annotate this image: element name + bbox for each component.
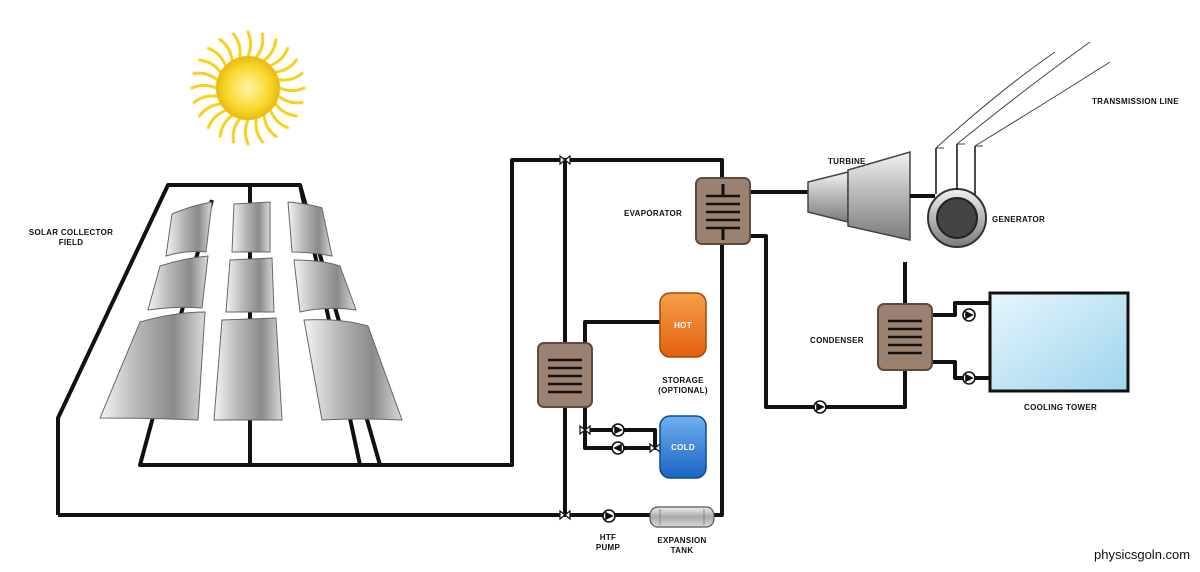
sun-ray xyxy=(198,58,222,74)
evaporator-exchanger xyxy=(695,177,751,245)
cooling-tower xyxy=(988,291,1130,393)
sun-ray xyxy=(254,117,264,144)
valves xyxy=(559,154,661,521)
hot-tank-label: HOT xyxy=(674,321,692,330)
sun-ray xyxy=(277,72,304,82)
cooling-tower-label: COOLING TOWER xyxy=(1024,403,1098,412)
storage-label-line1: STORAGE xyxy=(662,376,704,385)
generator xyxy=(927,144,987,248)
sun-ray xyxy=(218,114,234,138)
generator-label: GENERATOR xyxy=(992,215,1046,224)
sun-ray xyxy=(269,46,290,67)
cold-tank-label: COLD xyxy=(671,443,695,452)
solar-field-label: SOLAR COLLECTOR FIELD xyxy=(22,228,120,248)
sun-ray xyxy=(277,94,304,105)
evaporator-label: EVAPORATOR xyxy=(624,209,683,218)
sun-ray xyxy=(274,58,298,74)
site-credit: physicsgoln.com xyxy=(1094,547,1191,562)
htf-pump-label-line1: HTF xyxy=(599,533,617,542)
condenser-exchanger xyxy=(877,303,933,371)
expansion-tank-label-line1: EXPANSION xyxy=(657,536,707,545)
turbine xyxy=(807,151,935,241)
sun-ray xyxy=(192,71,219,82)
sun-ray xyxy=(254,32,265,59)
turbine-label: TURBINE xyxy=(828,157,866,166)
sun-ray xyxy=(274,102,298,118)
transmission-line-label: TRANSMISSION LINE xyxy=(1092,97,1179,106)
sun-ray xyxy=(206,46,227,67)
sun-ray xyxy=(232,32,242,59)
sun-ray xyxy=(262,114,278,138)
sun-ray xyxy=(206,109,227,130)
collector-troughs xyxy=(99,201,403,421)
transmission-line xyxy=(935,41,1111,149)
expansion-tank-label-line2: TANK xyxy=(670,546,694,555)
sun-ray xyxy=(198,102,222,118)
expansion-tank xyxy=(649,506,715,528)
hot-tank xyxy=(659,292,707,358)
sun-ray xyxy=(231,117,242,144)
storage-label-line2: (OPTIONAL) xyxy=(658,386,708,395)
htf-pump-label-line2: PUMP xyxy=(595,543,621,552)
sun-ray xyxy=(190,83,218,90)
sun-disc xyxy=(216,56,280,120)
sun-ray xyxy=(192,94,219,104)
sun-icon xyxy=(190,30,306,146)
pump-icon xyxy=(602,308,976,523)
cold-tank xyxy=(659,415,707,479)
sun-ray xyxy=(218,38,234,62)
storage-exchanger xyxy=(537,342,593,408)
storage-label: STORAGE (OPTIONAL) xyxy=(646,376,720,396)
solar-field-label-line2: FIELD xyxy=(58,238,84,247)
htf-pump-label: HTF PUMP xyxy=(592,533,624,553)
sun-ray xyxy=(246,30,253,58)
condenser-label: CONDENSER xyxy=(810,336,864,345)
sun-ray xyxy=(269,109,290,130)
sun-ray xyxy=(243,118,250,146)
sun-ray xyxy=(278,86,306,93)
expansion-tank-label: EXPANSION TANK xyxy=(648,536,716,556)
sun-ray xyxy=(262,38,278,62)
solar-field-label-line1: SOLAR COLLECTOR xyxy=(28,228,114,237)
